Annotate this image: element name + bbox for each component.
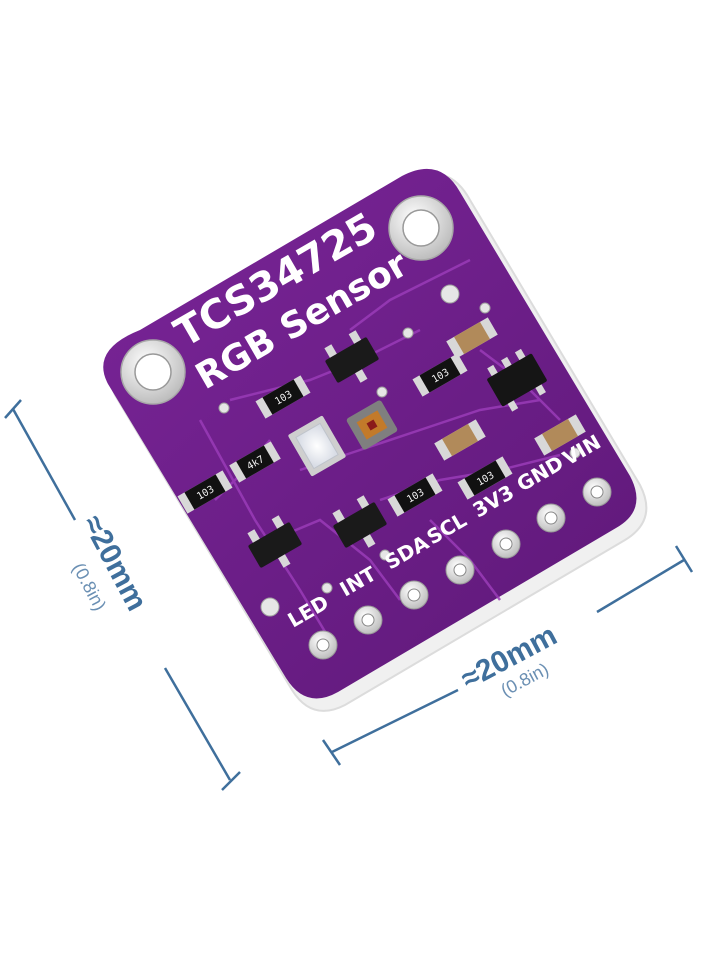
resistor-4: 103 <box>387 473 443 517</box>
capacitor-1 <box>446 317 498 359</box>
transistor-left <box>247 515 302 568</box>
dimension-height <box>4 399 241 791</box>
capacitor-2 <box>434 419 486 461</box>
pad-vin <box>582 477 612 507</box>
color-sensor-chip <box>346 400 398 450</box>
pad-3v3 <box>491 529 521 559</box>
resistor-1: 103 <box>255 375 311 419</box>
regulator-ic <box>487 348 547 412</box>
pad-scl <box>445 555 475 585</box>
dimension-width <box>321 545 694 766</box>
mounting-hole-left <box>120 339 186 405</box>
vias <box>218 284 581 617</box>
transistor-top <box>324 330 379 383</box>
mounting-hole-right <box>388 195 454 261</box>
resistor-2: 103 <box>412 353 468 397</box>
resistor-5: 103 <box>457 456 513 500</box>
pad-int <box>353 605 383 635</box>
pad-led <box>308 630 338 660</box>
capacitor-3 <box>534 414 586 456</box>
transistor-middle <box>332 495 387 548</box>
pad-sda <box>399 580 429 610</box>
resistor-4k7: 4k7 <box>229 441 281 483</box>
header-pads <box>308 477 612 660</box>
resistor-3: 103 <box>177 470 233 514</box>
white-led <box>288 415 346 477</box>
pad-gnd <box>536 503 566 533</box>
